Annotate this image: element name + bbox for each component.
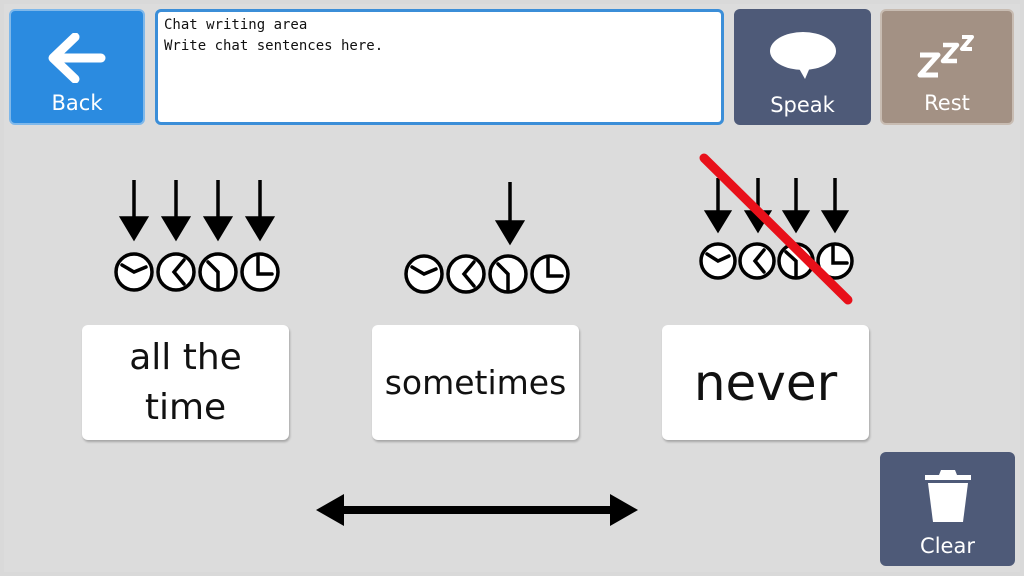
- speak-label: Speak: [770, 93, 835, 117]
- zzz-icon: [882, 31, 1012, 81]
- word-button-never[interactable]: never: [662, 325, 869, 440]
- rest-label: Rest: [924, 91, 970, 115]
- back-label: Back: [51, 91, 103, 115]
- trash-icon: [880, 468, 1015, 524]
- speak-button[interactable]: Speak: [734, 9, 871, 125]
- arrow-left-icon: [11, 33, 143, 83]
- all-the-time-symbol: [114, 180, 280, 292]
- word-button-sometimes[interactable]: sometimes: [372, 325, 579, 440]
- clear-button[interactable]: Clear: [880, 452, 1015, 566]
- cross-out-line: [699, 153, 853, 305]
- double-arrow-icon: [316, 494, 638, 526]
- sometimes-symbol: [404, 182, 570, 294]
- chat-writing-area[interactable]: Chat writing area Write chat sentences h…: [155, 9, 724, 125]
- rest-button[interactable]: Rest: [880, 9, 1014, 125]
- word-button-all-the-time[interactable]: all the time: [82, 325, 289, 440]
- chat-line-1: Chat writing area: [164, 17, 308, 33]
- chat-line-2: Write chat sentences here.: [164, 38, 384, 54]
- word-label: sometimes: [384, 363, 567, 402]
- never-symbol: [699, 153, 854, 305]
- back-button[interactable]: Back: [9, 9, 145, 125]
- word-label: never: [693, 353, 838, 412]
- clear-label: Clear: [920, 534, 975, 558]
- word-label: all the time: [129, 336, 242, 428]
- speech-bubble-icon: [734, 31, 871, 81]
